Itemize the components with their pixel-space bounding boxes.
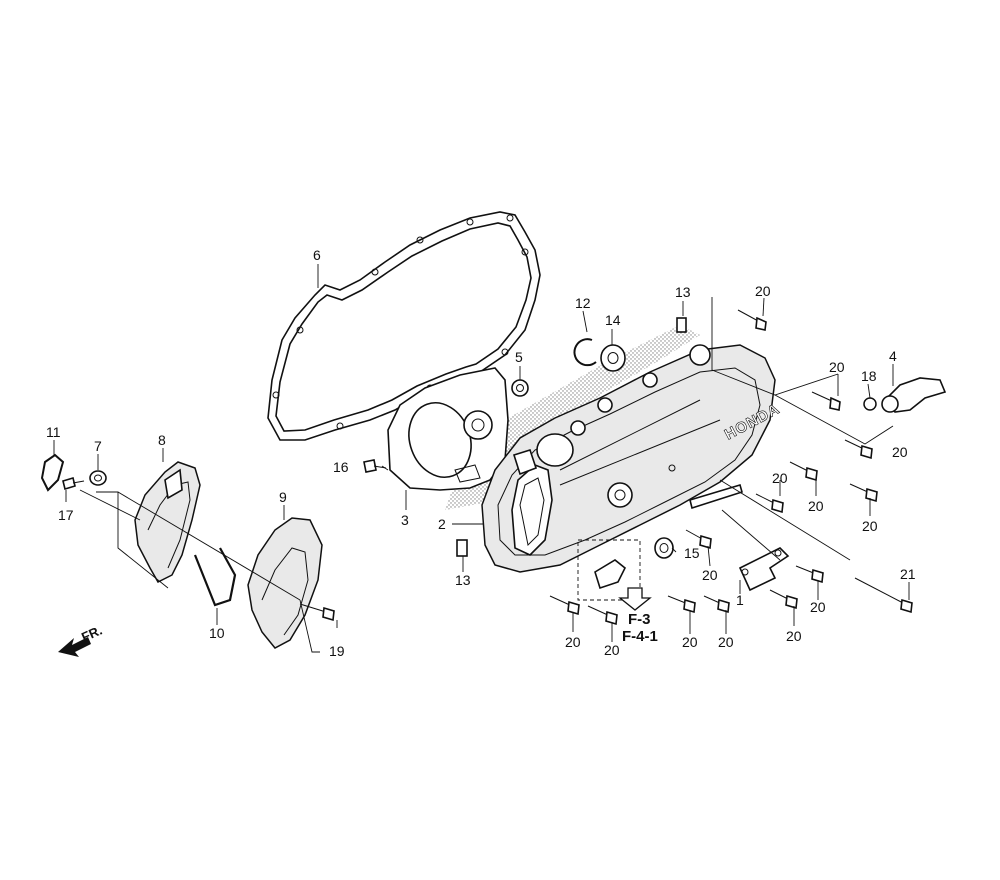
snap-ring-part-12[interactable] (573, 338, 597, 367)
clip-part-18[interactable] (863, 397, 877, 411)
label-part-20: 20 (892, 444, 908, 460)
label-part-5: 5 (515, 349, 523, 365)
label-part-20: 20 (702, 567, 718, 583)
label-part-2: 2 (438, 516, 446, 532)
front-label: FR. (79, 623, 104, 645)
label-part-17: 17 (58, 507, 74, 523)
front-direction-indicator: FR. (58, 623, 104, 657)
bolt-20-k[interactable] (587, 605, 618, 626)
reference-f3[interactable]: F-3 (628, 611, 651, 628)
label-part-6: 6 (313, 247, 321, 263)
reference-arrow-icon (618, 587, 652, 611)
bolt-20-i[interactable] (769, 589, 798, 610)
front-arrow-icon (58, 637, 91, 657)
bolt-group (299, 309, 913, 626)
leader-lines (53, 264, 910, 653)
air-shroud-part-8[interactable] (134, 461, 201, 583)
bolt-20-c[interactable] (844, 439, 873, 460)
label-part-19: 19 (329, 643, 345, 659)
label-part-8: 8 (158, 432, 166, 448)
inner-plate-part-3[interactable] (387, 367, 509, 491)
label-part-1: 1 (736, 592, 744, 608)
label-part-20: 20 (682, 634, 698, 650)
label-part-20: 20 (755, 283, 771, 299)
screw-part-17[interactable] (62, 476, 85, 491)
rubber-loop-part-11[interactable] (40, 453, 65, 492)
bolt-20-j[interactable] (549, 595, 580, 616)
label-part-9: 9 (279, 489, 287, 505)
gasket-part-6[interactable] (267, 211, 541, 441)
label-part-20: 20 (829, 359, 845, 375)
label-part-13-upper: 13 (675, 284, 691, 300)
bolt-20-b[interactable] (811, 391, 841, 411)
dowel-pin-part-13-upper[interactable] (676, 317, 687, 333)
label-part-16: 16 (333, 459, 349, 475)
label-part-11: 11 (46, 424, 61, 440)
label-part-20: 20 (862, 518, 878, 534)
label-part-4: 4 (889, 348, 897, 364)
label-part-12: 12 (575, 295, 591, 311)
bolt-20-e[interactable] (755, 493, 784, 514)
bolt-20-d[interactable] (789, 461, 818, 482)
label-part-14: 14 (605, 312, 621, 328)
intake-duct-part-4[interactable] (881, 377, 947, 413)
bolt-20-h[interactable] (795, 565, 824, 584)
label-part-3: 3 (401, 512, 409, 528)
label-part-20: 20 (772, 470, 788, 486)
bolt-19[interactable] (299, 603, 335, 622)
label-part-20: 20 (565, 634, 581, 650)
bolt-20-m[interactable] (703, 595, 730, 614)
bolt-20-f[interactable] (849, 483, 878, 503)
left-crankcase-cover-part-2[interactable] (481, 344, 776, 573)
grommet-part-7[interactable] (89, 470, 107, 486)
bearing-part-14[interactable] (600, 344, 626, 372)
collar-part-5[interactable] (511, 379, 529, 397)
bracket-part-1[interactable] (738, 547, 790, 592)
label-part-20: 20 (604, 642, 620, 658)
reference-inset-part (577, 539, 652, 611)
bolt-20-a[interactable] (737, 309, 767, 331)
label-part-20: 20 (808, 498, 824, 514)
label-part-20: 20 (786, 628, 802, 644)
label-part-7: 7 (94, 438, 102, 454)
label-part-20: 20 (718, 634, 734, 650)
label-part-10: 10 (209, 625, 225, 641)
bolt-20-l[interactable] (667, 595, 696, 614)
bolt-21[interactable] (854, 577, 913, 614)
seal-part-15[interactable] (654, 537, 674, 559)
label-part-15: 15 (684, 545, 700, 561)
reference-f4-1[interactable]: F-4-1 (622, 628, 658, 645)
spring-part-10[interactable] (193, 547, 237, 607)
label-part-21: 21 (900, 566, 916, 582)
label-part-18: 18 (861, 368, 877, 384)
bolt-20-g[interactable] (685, 529, 712, 550)
dowel-pin-part-13-lower[interactable] (456, 539, 468, 557)
label-part-13-lower: 13 (455, 572, 471, 588)
label-part-20: 20 (810, 599, 826, 615)
cover-part-9[interactable] (247, 517, 323, 649)
